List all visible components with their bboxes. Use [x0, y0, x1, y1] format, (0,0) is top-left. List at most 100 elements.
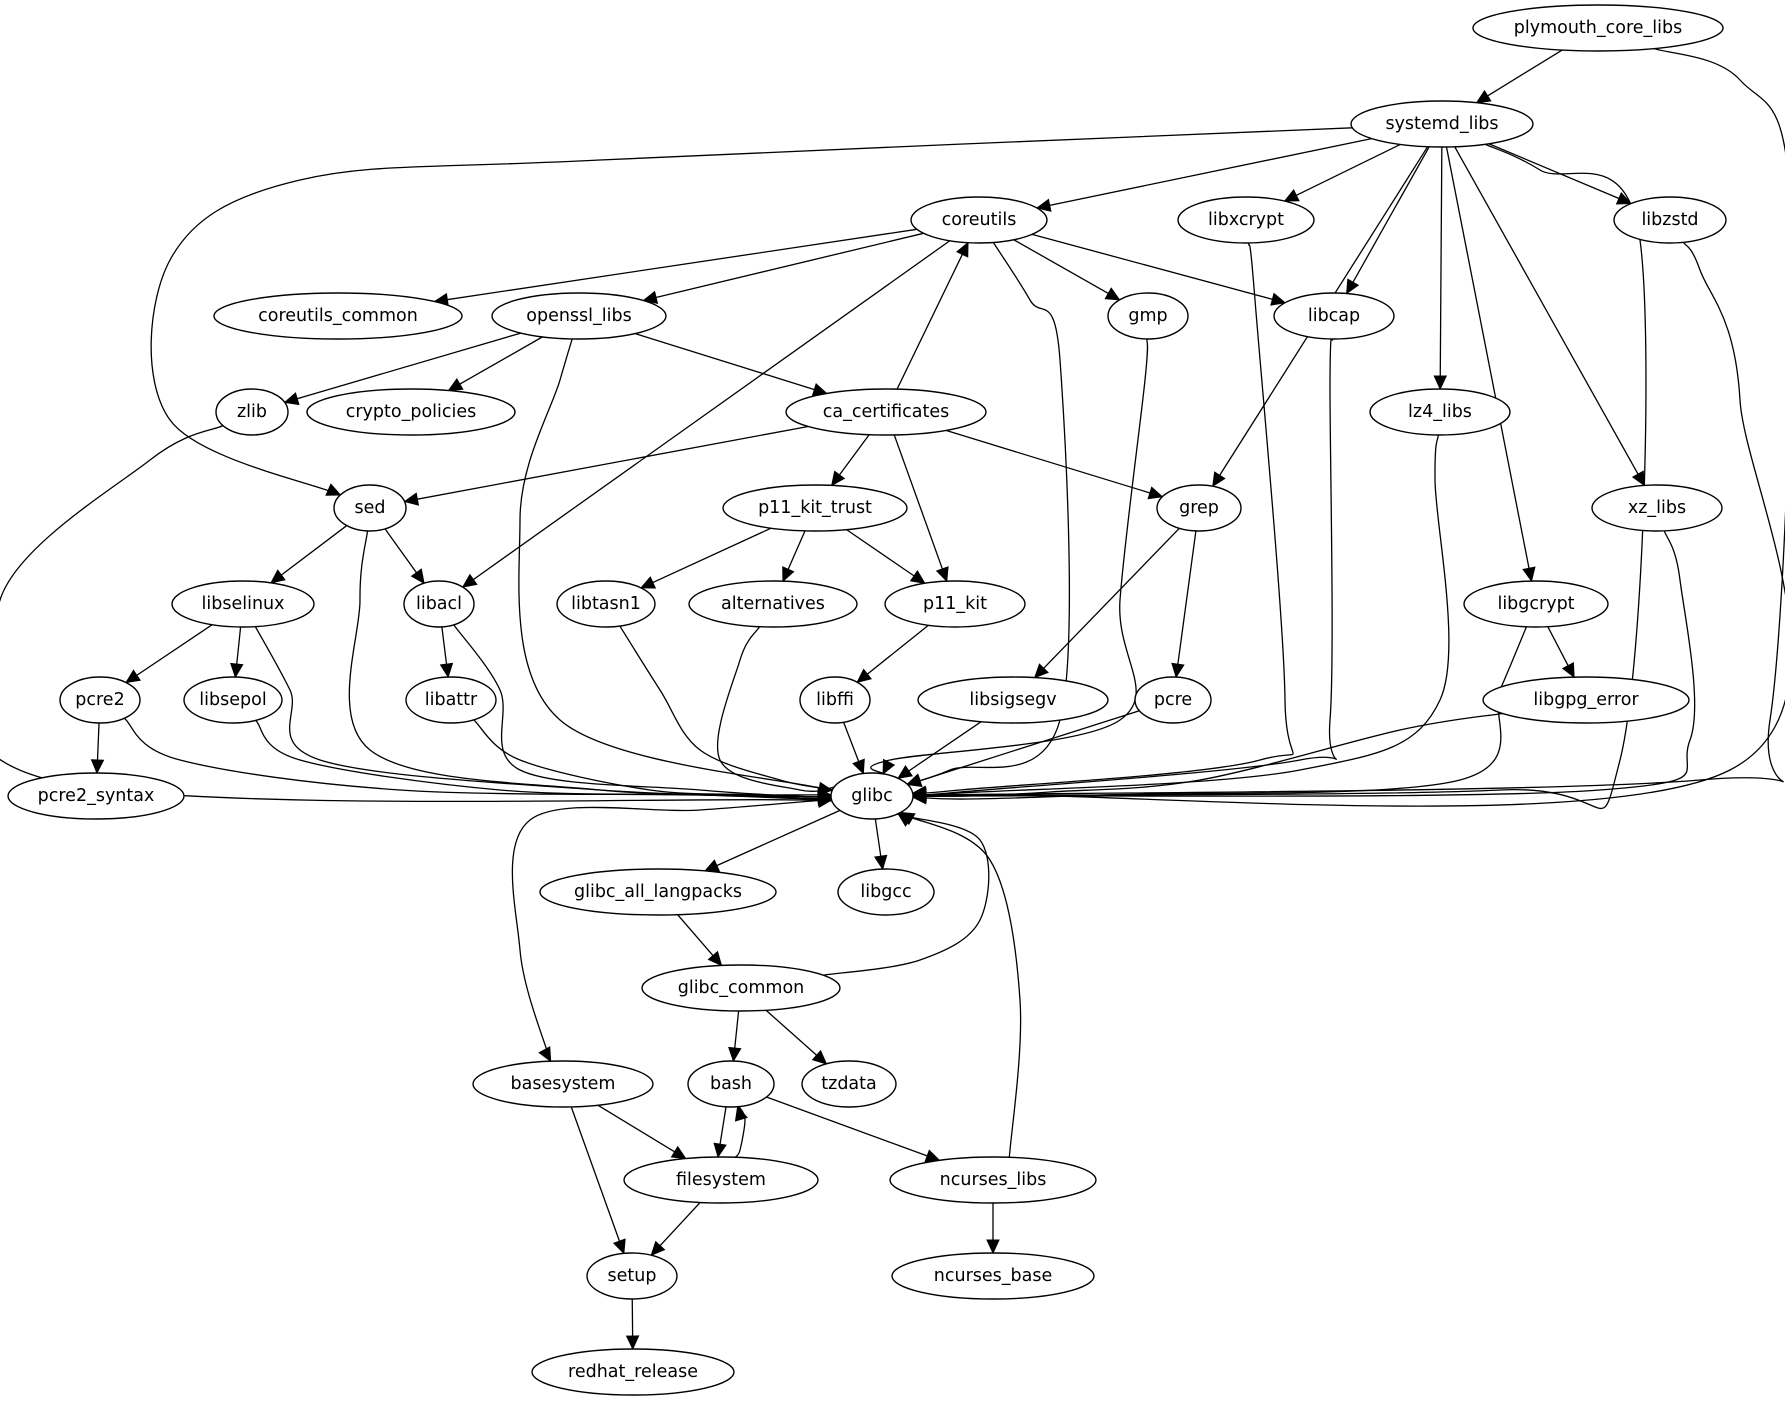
node-ncurses_libs[interactable]: ncurses_libs	[889, 1156, 1097, 1204]
edge-glibc_all_langpacks-to-glibc_common	[677, 914, 723, 967]
arrowhead-icon	[852, 758, 865, 775]
edge-systemd_libs-to-sed	[150, 127, 1353, 496]
node-ellipse	[213, 292, 463, 340]
node-label: zlib	[237, 402, 267, 422]
node-basesystem[interactable]: basesystem	[472, 1060, 654, 1108]
edge-glibc-to-libgcc	[873, 818, 888, 871]
node-tzdata[interactable]: tzdata	[801, 1060, 897, 1108]
arrowhead-icon	[935, 566, 949, 583]
node-ca_certificates[interactable]: ca_certificates	[785, 388, 987, 436]
node-ellipse	[1156, 484, 1242, 532]
edge-line	[1439, 146, 1443, 390]
node-libzstd[interactable]: libzstd	[1613, 196, 1727, 244]
node-ellipse	[722, 484, 908, 532]
edge-pcre2-to-pcre2_syntax	[90, 722, 105, 775]
edge-line	[945, 429, 1163, 498]
node-ellipse	[1177, 196, 1315, 244]
nodes-layer: plymouth_core_libs systemd_libs coreutils l…	[7, 4, 1727, 1396]
node-grep[interactable]: grep	[1156, 484, 1242, 532]
node-libffi[interactable]: libffi	[799, 676, 871, 724]
edge-bash-to-filesystem	[713, 1106, 727, 1159]
node-libgcc[interactable]: libgcc	[837, 868, 935, 916]
edge-gmp-to-glibc	[870, 338, 1149, 775]
edge-line	[270, 525, 348, 584]
arrowhead-icon	[728, 1046, 742, 1063]
edge-line	[348, 530, 848, 797]
arrowhead-icon	[1104, 287, 1121, 301]
node-zlib[interactable]: zlib	[215, 388, 289, 436]
edge-plymouth_core_libs-to-systemd_libs	[1475, 49, 1563, 104]
node-bash[interactable]: bash	[687, 1060, 775, 1108]
node-ellipse	[1369, 388, 1511, 436]
node-crypto_policies[interactable]: crypto_policies	[306, 388, 516, 436]
node-p11_kit_trust[interactable]: p11_kit_trust	[722, 484, 908, 532]
node-redhat_release[interactable]: redhat_release	[531, 1348, 735, 1396]
arrowhead-icon	[911, 789, 927, 803]
node-libxcrypt[interactable]: libxcrypt	[1177, 196, 1315, 244]
node-ellipse	[556, 580, 656, 628]
node-plymouth_core_libs[interactable]: plymouth_core_libs	[1472, 4, 1724, 52]
edge-coreutils-to-libacl	[461, 240, 951, 588]
edge-p11_kit_trust-to-alternatives	[782, 530, 806, 583]
node-libgcrypt[interactable]: libgcrypt	[1463, 580, 1609, 628]
arrowhead-icon	[703, 859, 721, 872]
edge-line	[912, 712, 1503, 797]
node-filesystem[interactable]: filesystem	[623, 1156, 819, 1204]
node-systemd_libs[interactable]: systemd_libs	[1350, 100, 1534, 148]
arrowhead-icon	[670, 1145, 687, 1160]
arrowhead-icon	[447, 377, 464, 392]
node-libselinux[interactable]: libselinux	[171, 580, 315, 628]
node-alternatives[interactable]: alternatives	[688, 580, 858, 628]
edge-line	[912, 242, 1294, 795]
node-pcre[interactable]: pcre	[1134, 676, 1212, 724]
node-glibc[interactable]: glibc	[830, 772, 914, 820]
node-sed[interactable]: sed	[333, 484, 407, 532]
arrowhead-icon	[538, 1046, 552, 1063]
arrowhead-icon	[924, 1149, 941, 1163]
edge-line	[570, 1106, 625, 1254]
node-libattr[interactable]: libattr	[405, 676, 497, 724]
arrowhead-icon	[713, 1142, 727, 1159]
node-ncurses_base[interactable]: ncurses_base	[891, 1252, 1095, 1300]
edge-line	[1445, 146, 1533, 582]
node-pcre2_syntax[interactable]: pcre2_syntax	[7, 772, 185, 820]
edge-line	[597, 1104, 687, 1160]
node-openssl_libs[interactable]: openssl_libs	[491, 292, 667, 340]
node-xz_libs[interactable]: xz_libs	[1591, 484, 1723, 532]
edge-grep-to-pcre	[1171, 530, 1197, 679]
arrowhead-icon	[899, 811, 916, 826]
node-glibc_all_langpacks[interactable]: glibc_all_langpacks	[539, 868, 777, 916]
node-label: sed	[355, 498, 386, 518]
node-p11_kit[interactable]: p11_kit	[884, 580, 1026, 628]
edge-line	[473, 719, 838, 803]
edge-setup-to-redhat_release	[625, 1298, 640, 1351]
node-ellipse	[917, 676, 1109, 724]
arrowhead-icon	[1561, 662, 1575, 679]
arrowhead-icon	[873, 854, 888, 871]
edge-libsigsegv-to-glibc	[897, 721, 982, 779]
node-libtasn1[interactable]: libtasn1	[556, 580, 656, 628]
node-ellipse	[333, 484, 407, 532]
node-libgpg_error[interactable]: libgpg_error	[1482, 676, 1690, 724]
edge-line	[453, 624, 843, 800]
edge-systemd_libs-to-libgcrypt	[1445, 146, 1536, 583]
arrowhead-icon	[1433, 375, 1448, 391]
node-glibc_common[interactable]: glibc_common	[641, 964, 841, 1012]
node-coreutils[interactable]: coreutils	[910, 196, 1048, 244]
node-libcap[interactable]: libcap	[1273, 292, 1395, 340]
node-libacl[interactable]: libacl	[403, 580, 475, 628]
node-lz4_libs[interactable]: lz4_libs	[1369, 388, 1511, 436]
node-gmp[interactable]: gmp	[1107, 292, 1189, 340]
node-pcre2[interactable]: pcre2	[59, 676, 141, 724]
node-coreutils_common[interactable]: coreutils_common	[213, 292, 463, 340]
node-libsigsegv[interactable]: libsigsegv	[917, 676, 1109, 724]
arrowhead-icon	[831, 470, 846, 487]
node-label: ncurses_libs	[940, 1170, 1047, 1190]
arrowhead-icon	[642, 290, 659, 304]
node-libsepol[interactable]: libsepol	[183, 676, 283, 724]
node-label: libcap	[1308, 306, 1360, 326]
node-setup[interactable]: setup	[586, 1252, 678, 1300]
edge-glibc-to-basesystem	[511, 798, 832, 1070]
node-ellipse	[884, 580, 1026, 628]
node-label: pcre2	[75, 690, 124, 710]
